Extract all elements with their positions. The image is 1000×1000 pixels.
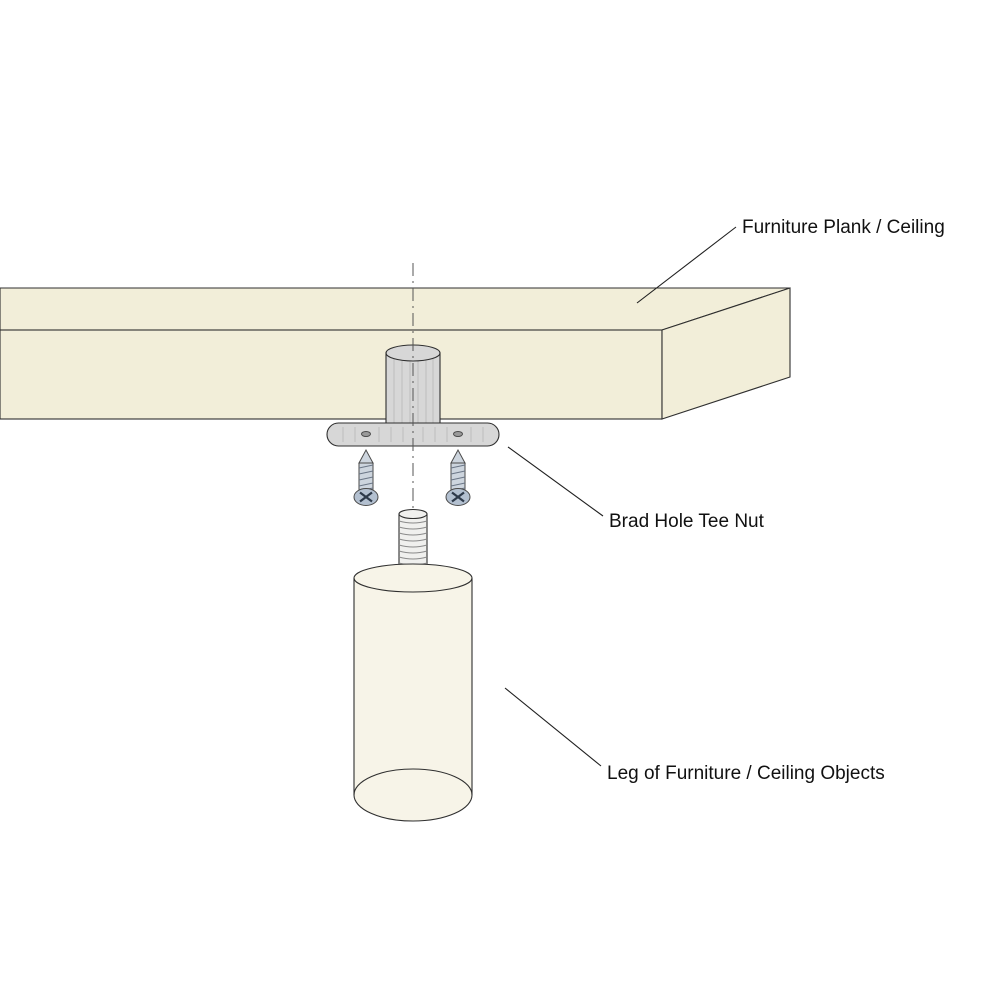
leg-bottom-ellipse (353, 768, 473, 822)
furniture-plank (0, 287, 791, 420)
stud-top (398, 508, 428, 520)
plank-top-face (0, 287, 791, 331)
screw-tip (358, 448, 374, 464)
brad-screw-left (353, 448, 379, 506)
leg-top-ellipse (353, 563, 473, 593)
furniture-leg (353, 563, 473, 822)
leg-body (354, 578, 472, 795)
label-brad-hole-tee-nut: Brad Hole Tee Nut (609, 511, 765, 532)
plank-side-face (661, 287, 791, 420)
leader-line-leg (504, 687, 602, 767)
label-furniture-plank: Furniture Plank / Ceiling (742, 217, 945, 238)
flange-hatch (342, 427, 484, 442)
brad-hole-right (453, 431, 463, 437)
plank-front-face (0, 329, 663, 420)
brad-screw-right (445, 448, 471, 506)
barrel-knurl-hatch (393, 357, 434, 423)
brad-hole-left (361, 431, 371, 437)
screw-tip (450, 448, 466, 464)
phillips-cross-icon (359, 491, 373, 503)
screw-threads (358, 464, 374, 492)
leader-line-tee-nut (507, 446, 604, 517)
leader-line-plank (636, 226, 737, 304)
phillips-cross-icon (451, 491, 465, 503)
label-leg-of-furniture: Leg of Furniture / Ceiling Objects (607, 763, 885, 784)
